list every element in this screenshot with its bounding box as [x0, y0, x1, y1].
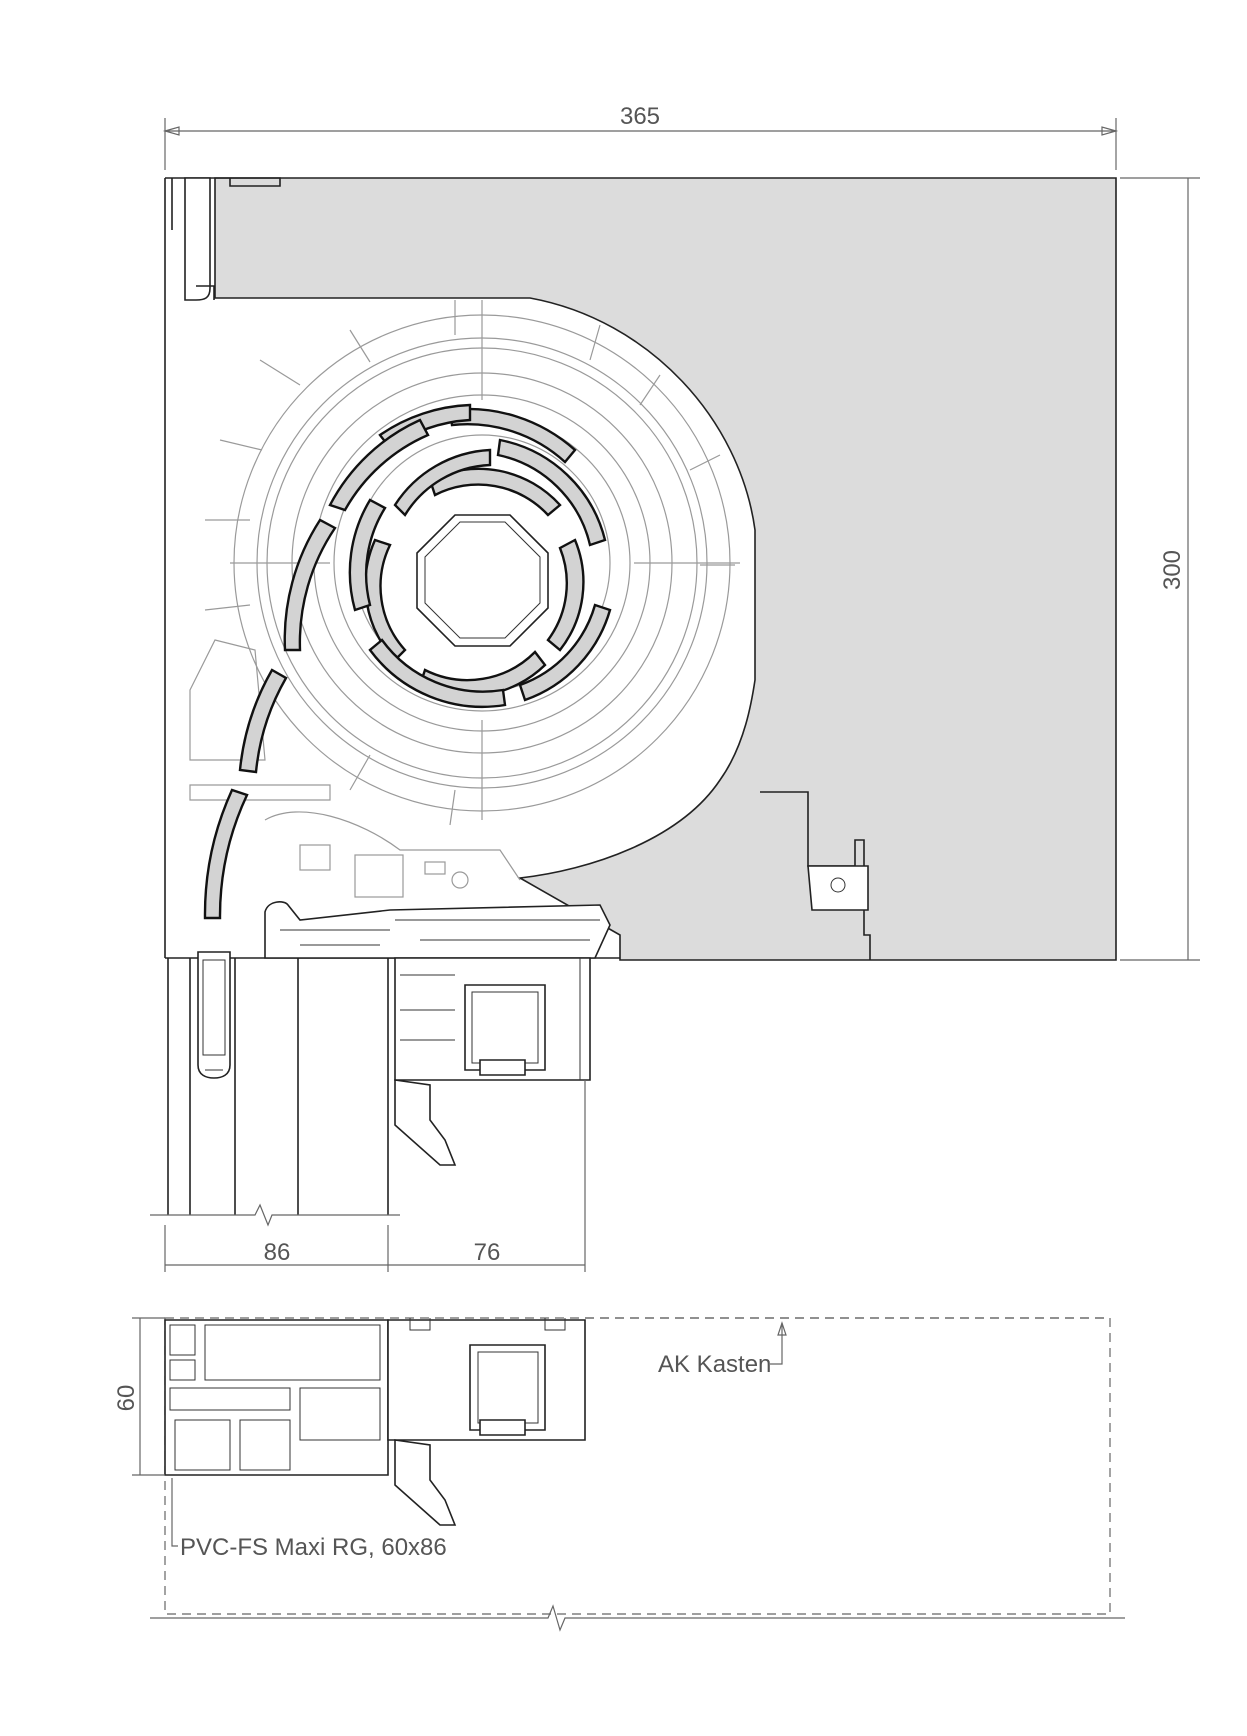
dimension-label-76: 76: [474, 1239, 501, 1266]
label-pvc-profile: PVC-FS Maxi RG, 60x86: [180, 1534, 447, 1561]
dimension-sill-height: 60: [113, 1317, 165, 1476]
sill-profile-detail: [164, 1317, 1111, 1615]
winding-drum: [189, 300, 740, 898]
leader-pvc-profile: PVC-FS Maxi RG, 60x86: [171, 1478, 447, 1561]
dimension-box-height: 300: [1120, 177, 1200, 961]
bottom-rail-profile: [807, 865, 869, 911]
dimension-box-width: 365: [162, 103, 1119, 170]
shutter-slat-coil: [203, 403, 612, 920]
box-bottom-step: [760, 791, 871, 960]
dimension-frame-depths: 86 76: [164, 1080, 586, 1272]
shutter-guide-rail: [150, 951, 400, 1227]
label-ak-kasten: AK Kasten: [658, 1351, 771, 1378]
dimension-label-86: 86: [264, 1239, 291, 1266]
dimension-label-300: 300: [1159, 550, 1186, 590]
dimension-label-60: 60: [113, 1385, 140, 1412]
window-frame-upper: [264, 901, 611, 1166]
box-insulation: [214, 177, 1117, 961]
leader-ak-kasten: AK Kasten: [658, 1321, 787, 1378]
break-line: [150, 1604, 1125, 1632]
octagonal-shaft: [416, 514, 549, 647]
dimension-label-365: 365: [620, 103, 660, 130]
